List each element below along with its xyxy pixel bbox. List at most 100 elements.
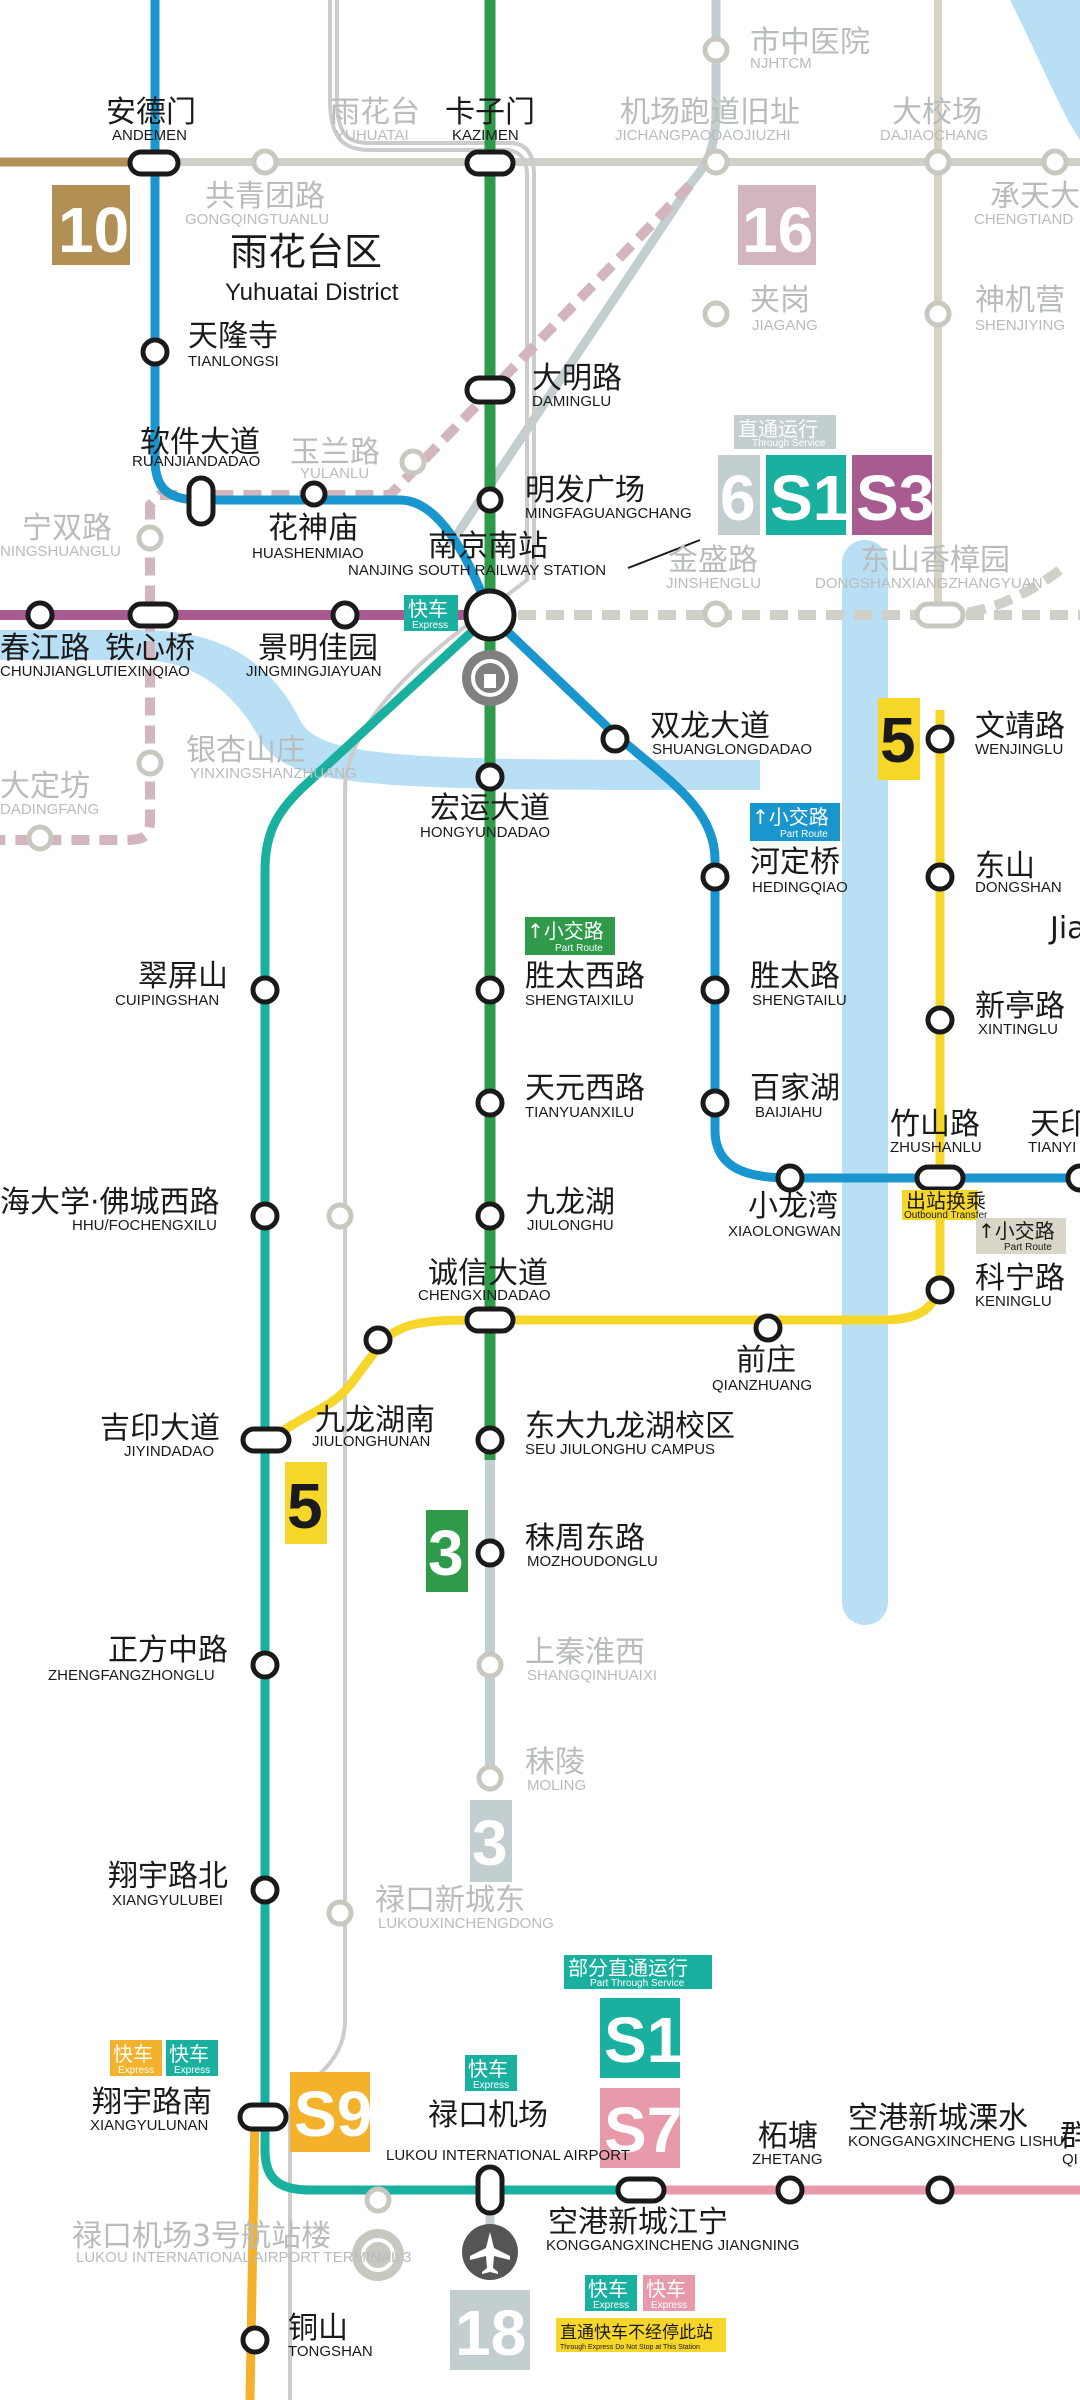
station-tongshan-en: TONGSHAN bbox=[288, 2343, 373, 2360]
station-tongshan-zh: 铜山 bbox=[288, 2311, 348, 2346]
station-xiaolongwan-zh: 小龙湾 bbox=[748, 1189, 838, 1224]
svg-text:直通运行: 直通运行 bbox=[738, 417, 818, 441]
station-lishui-zh: 空港新城溧水 bbox=[848, 2101, 1028, 2136]
station-chengtian-en: CHENGTIAND bbox=[974, 211, 1073, 228]
svg-text:S1: S1 bbox=[604, 2004, 682, 2076]
station-gongqingtuanlu-zh: 共青团路 bbox=[205, 179, 325, 214]
station-tianyuanxilu-zh: 天元西路 bbox=[525, 1071, 645, 1106]
svg-text:快车: 快车 bbox=[646, 2277, 686, 2301]
station-kazimen-en: KAZIMEN bbox=[452, 127, 519, 144]
station-tiexinqiao-en: TIEXINQIAO bbox=[104, 663, 190, 680]
station-terminal3-zh: 禄口机场3号航站楼 bbox=[72, 2219, 331, 2254]
station-seu-zh: 东大九龙湖校区 bbox=[525, 1409, 735, 1444]
svg-text:快车: 快车 bbox=[113, 2042, 153, 2066]
station-keninglu-zh: 科宁路 bbox=[975, 1261, 1065, 1296]
part-route-tag-line5: ↑小交路 Part Route bbox=[976, 1218, 1066, 1254]
svg-text:S1: S1 bbox=[770, 462, 848, 534]
station-lukouairport-en: LUKOU INTERNATIONAL AIRPORT bbox=[386, 2147, 630, 2164]
station-hhu-en: HHU/FOCHENGXILU bbox=[72, 1217, 217, 1234]
part-route-tag-line3: ↑小交路 Part Route bbox=[525, 917, 615, 955]
station-yinxingshanzhuang-en: YINXINGSHANZHUANG bbox=[190, 765, 357, 782]
station-marker-lukouairport bbox=[475, 2164, 505, 2216]
svg-text:Express: Express bbox=[593, 2300, 629, 2311]
station-jiyindadao-zh: 吉印大道 bbox=[100, 1411, 220, 1446]
station-xiaolongwan-en: XIAOLONGWAN bbox=[728, 1223, 841, 1240]
svg-text:Part Route: Part Route bbox=[555, 943, 603, 954]
svg-text:Express: Express bbox=[473, 2080, 509, 2091]
station-jichang-en: JICHANGPAODAOJIUZHI bbox=[615, 127, 791, 144]
station-jiagang-en: JIAGANG bbox=[752, 317, 818, 334]
station-qun-en: QI bbox=[1062, 2151, 1078, 2168]
district-name-en: Yuhuatai District bbox=[225, 279, 399, 306]
line-badge-5-east: 5 bbox=[878, 698, 920, 780]
district-name-zh: 雨花台区 bbox=[230, 230, 382, 274]
svg-text:16: 16 bbox=[742, 194, 813, 266]
station-chengtian-zh: 承天大 bbox=[990, 179, 1080, 214]
station-qianzhuang-zh: 前庄 bbox=[736, 1343, 796, 1378]
line-badge-5-west: 5 bbox=[285, 1462, 327, 1544]
station-jichang-zh: 机场跑道旧址 bbox=[620, 95, 800, 130]
station-xiangyulubei-en: XIANGYULUBEI bbox=[112, 1892, 223, 1909]
station-lishui-en: KONGGANGXINCHENG LISHUI bbox=[848, 2133, 1068, 2150]
station-kazimen-zh: 卡子门 bbox=[445, 95, 535, 130]
line-5-east bbox=[267, 710, 945, 1444]
station-zhushanlu-zh: 竹山路 bbox=[890, 1107, 980, 1142]
station-ruanjiandadao-zh: 软件大道 bbox=[140, 425, 260, 460]
station-marker-jiyindadao bbox=[240, 1426, 292, 1454]
station-daminglu-en: DAMINGLU bbox=[532, 393, 611, 410]
station-tianyin-en: TIANYI bbox=[1028, 1139, 1076, 1156]
line-badge-18: 18 bbox=[450, 2290, 530, 2370]
station-marker-jiangning bbox=[615, 2176, 667, 2204]
station-keninglu-en: KENINGLU bbox=[975, 1293, 1052, 1310]
station-jiulonghunan-en: JIULONGHUNAN bbox=[312, 1433, 430, 1450]
svg-text:Express: Express bbox=[412, 620, 448, 631]
svg-text:Part Through Service: Part Through Service bbox=[590, 1978, 685, 1989]
svg-text:↑小交路: ↑小交路 bbox=[978, 1219, 1055, 1243]
station-hedingqiao-zh: 河定桥 bbox=[750, 845, 840, 880]
station-ruanjiandadao-en: RUANJIANDADAO bbox=[132, 453, 260, 470]
station-jiulonghu-en: JIULONGHU bbox=[527, 1217, 614, 1234]
station-marker-zhushanlu bbox=[914, 1164, 966, 1192]
line-badge-s1-south: S1 bbox=[600, 1998, 682, 2078]
station-marker-nanjing-south bbox=[463, 588, 517, 642]
station-chunjianglu-en: CHUNJIANGLU bbox=[0, 663, 107, 680]
station-tianyuanxilu-en: TIANYUANXILU bbox=[525, 1104, 634, 1121]
station-huashenmiao-en: HUASHENMIAO bbox=[252, 545, 364, 562]
station-terminal3-en: LUKOU INTERNATIONAL AIRPORT TERMINAL 3 bbox=[76, 2249, 411, 2266]
station-dajiaochang-en: DAJIAOCHANG bbox=[880, 127, 988, 144]
svg-text:10: 10 bbox=[58, 194, 129, 266]
station-jiyindadao-en: JIYINDADAO bbox=[124, 1443, 214, 1460]
station-yulanlu-zh: 玉兰路 bbox=[290, 435, 380, 470]
station-xiangyulunan-en: XIANGYULUNAN bbox=[90, 2117, 208, 2134]
svg-text:6: 6 bbox=[720, 462, 756, 534]
line-badge-6: 6 bbox=[718, 455, 760, 535]
station-marker-tiexinqiao bbox=[127, 601, 179, 629]
station-zhengfangzhonglu-zh: 正方中路 bbox=[108, 1633, 228, 1668]
svg-text:3: 3 bbox=[472, 1807, 508, 1879]
station-markers bbox=[25, 36, 1080, 2355]
station-zhetang-en: ZHETANG bbox=[752, 2151, 823, 2168]
svg-text:3: 3 bbox=[428, 1517, 464, 1589]
express-tag: 快车 Express bbox=[404, 595, 458, 631]
svg-text:Through Service: Through Service bbox=[752, 438, 826, 449]
station-jinshenglu-zh: 金盛路 bbox=[668, 543, 758, 578]
station-moling-en: MOLING bbox=[527, 1777, 586, 1794]
station-labels: 安德门 ANDEMEN 雨花台 YUHUATAI 卡子门 KAZIMEN 机场跑… bbox=[0, 25, 1080, 2360]
station-yuhuatai-zh: 雨花台 bbox=[330, 95, 420, 130]
svg-text:出站换乘: 出站换乘 bbox=[906, 1189, 986, 1213]
station-jiangning-en: KONGGANGXINCHENG JIANGNING bbox=[546, 2237, 799, 2254]
station-marker-andemen bbox=[127, 149, 181, 177]
station-qianzhuang-en: QIANZHUANG bbox=[712, 1377, 812, 1394]
svg-text:↑小交路: ↑小交路 bbox=[752, 805, 829, 829]
line-badge-s9: S9 bbox=[290, 2072, 372, 2152]
station-jiulonghunan-zh: 九龙湖南 bbox=[315, 1403, 435, 1438]
station-dongshan-zh: 东山 bbox=[975, 849, 1035, 884]
airport-icon bbox=[462, 2224, 518, 2280]
station-tianyin-zh: 天印 bbox=[1030, 1107, 1080, 1142]
outbound-transfer-tag: 出站换乘 Outbound Transfer bbox=[902, 1189, 988, 1221]
station-marker-kazimen bbox=[464, 149, 516, 177]
svg-text:快车: 快车 bbox=[408, 597, 448, 621]
line-badge-3-greyed: 3 bbox=[470, 1800, 512, 1882]
station-shangqinhuaixi-zh: 上秦淮西 bbox=[525, 1635, 645, 1670]
svg-text:Through Express Do Not Stop at: Through Express Do Not Stop at This Stat… bbox=[560, 2344, 700, 2351]
